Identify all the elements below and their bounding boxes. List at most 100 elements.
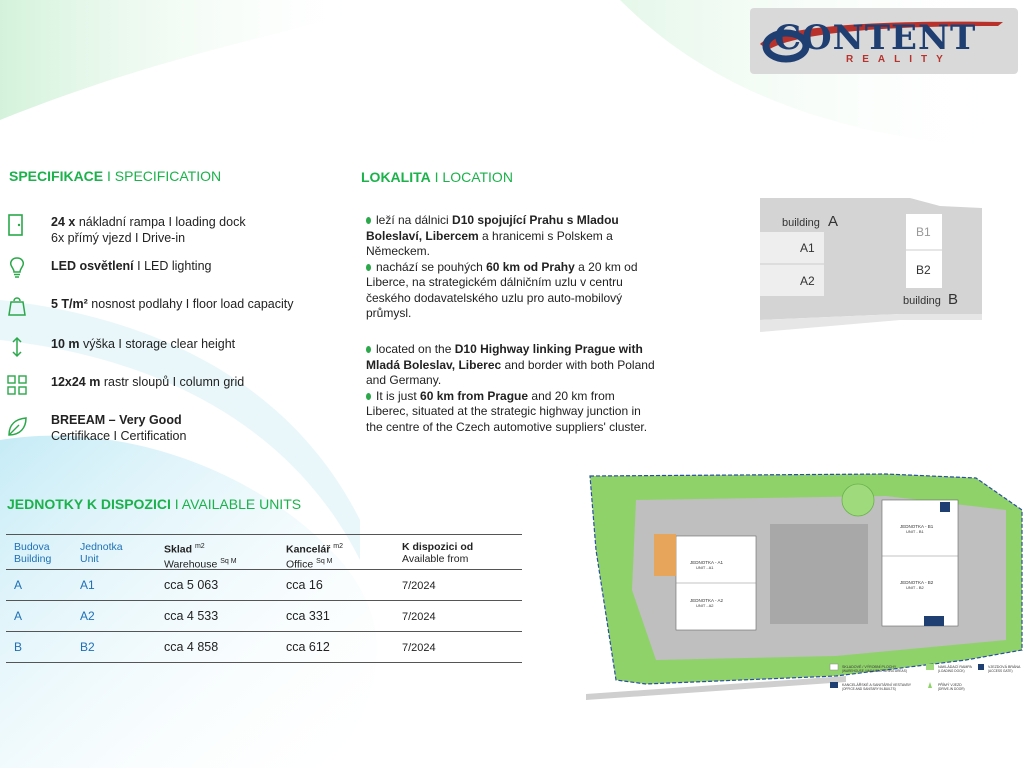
office-block <box>654 534 676 576</box>
company-logo: CONTENT REALITY <box>750 8 1018 74</box>
legend-1: SKLADOVÉ / VÝROBNÍ PLOCHY <box>842 664 897 669</box>
legend-3-en: (ACCESS GATE) <box>988 669 1013 673</box>
text-bold: D10 Highway linking Prague with Mladá Bo… <box>366 342 643 372</box>
location-title-bold: LOKALITA <box>361 169 431 185</box>
location-paragraph-cz: leží na dálnici D10 spojující Prahu s Ml… <box>366 213 656 322</box>
header-en: Unit <box>80 553 99 565</box>
spec-item-led: LED osvětlení I LED lighting <box>0 256 340 280</box>
header-sup: Sq M <box>220 557 237 565</box>
vertical-arrow-icon <box>12 336 22 358</box>
cell-office: cca 331 <box>286 609 330 623</box>
spec-bold: 5 T/m² <box>51 297 88 311</box>
logo-word: CONTENT <box>774 18 977 58</box>
cell-office: cca 612 <box>286 640 330 654</box>
header-cz: Kancelář <box>286 543 331 556</box>
plan-unit-b2: JEDNOTKA - B2 <box>900 580 934 585</box>
spec-item-column-grid: 12x24 m rastr sloupů I column grid <box>0 372 340 398</box>
bullet-icon <box>366 263 371 271</box>
legend-4: KANCELÁŘSKÉ A SANITÁRNÍ VESTAVBY <box>842 682 912 687</box>
spec-item-floor-load: 5 T/m² nosnost podlahy I floor load capa… <box>0 294 340 320</box>
text: a 20 km od Liberce, na strategickém dáln… <box>366 259 638 321</box>
location-bullet-en-2: It is just 60 km from Prague and 20 km f… <box>366 389 656 436</box>
door-icon <box>8 214 23 236</box>
location-bullet-en-1: located on the D10 Highway linking Pragu… <box>366 342 656 389</box>
legend-1-en: (WAREHOUSE / MANUFACTURING AREAS) <box>842 669 907 673</box>
spec-text: BREEAM – Very Good Certifikace I Certifi… <box>51 412 186 444</box>
cell-unit: A1 <box>80 578 95 592</box>
cell-unit: A2 <box>80 609 95 623</box>
text-bold: 60 km from Prague <box>420 388 529 403</box>
plan-unit-a2-en: UNIT - A2 <box>696 603 714 608</box>
text: a hranicemi s Polskem a Německem. <box>366 228 613 259</box>
spec-bold: BREEAM – Very Good <box>51 413 182 427</box>
building-b-block <box>906 214 942 288</box>
spec-normal: nákladní rampa I loading dock <box>75 215 246 229</box>
spec-item-clear-height: 10 m výška I storage clear height <box>0 334 340 360</box>
specification-title: SPECIFIKACE I SPECIFICATION <box>9 168 221 184</box>
road-strip <box>760 314 982 332</box>
unit-b1-label: B1 <box>916 225 931 239</box>
header-cz: Jednotka <box>80 541 123 553</box>
site-plan: JEDNOTKA - A1 UNIT - A1 JEDNOTKA - A2 UN… <box>586 473 1023 700</box>
header-cz: Budova <box>14 541 50 553</box>
spec-text: 5 T/m² nosnost podlahy I floor load capa… <box>51 296 294 312</box>
cell-warehouse: cca 4 533 <box>164 609 219 623</box>
plan-unit-a1: JEDNOTKA - A1 <box>690 560 724 565</box>
spec-text: 24 x nákladní rampa I loading dock 6x př… <box>51 214 246 246</box>
cell-warehouse: cca 5 063 <box>164 578 219 592</box>
header-en: Building <box>14 553 52 565</box>
building-b-label: building <box>903 295 941 307</box>
spec-text: 10 m výška I storage clear height <box>51 336 235 352</box>
units-title-bold: JEDNOTKY K DISPOZICI <box>7 496 171 512</box>
header-sup: m2 <box>194 543 205 550</box>
building-b-letter: B <box>948 291 958 308</box>
spec-bold: 12x24 m <box>51 375 101 389</box>
unit-b2-label: B2 <box>916 263 931 277</box>
logo-subtitle: REALITY <box>846 54 952 65</box>
spec-line2: Certifikace I Certification <box>51 429 187 443</box>
leaf-icon <box>8 417 27 436</box>
bullet-icon <box>366 217 371 225</box>
legend-2-en: (LOADING DOCK) <box>938 669 965 673</box>
location-bullet-cz-1: leží na dálnici D10 spojující Prahu s Ml… <box>366 213 656 260</box>
building-schematic: building A A1 A2 B1 B2 building B <box>760 198 982 332</box>
cell-warehouse: cca 4 858 <box>164 640 219 654</box>
header-cz: K dispozici od <box>402 541 474 553</box>
lightbulb-icon <box>10 257 24 278</box>
plan-unit-a2: JEDNOTKA - A2 <box>690 598 724 603</box>
building-a-letter: A <box>828 213 838 230</box>
cell-building: B <box>14 640 23 654</box>
location-title-thin: I LOCATION <box>430 169 513 185</box>
location-bullet-cz-2: nachází se pouhých 60 km od Prahy a 20 k… <box>366 260 656 322</box>
text-bold: D10 spojující Prahu s Mladou Boleslaví, … <box>366 213 619 243</box>
cell-available: 7/2024 <box>402 642 436 654</box>
header-en: Office <box>286 558 314 570</box>
building-b-plan <box>881 499 959 627</box>
plan-unit-b1-en: UNIT - B1 <box>906 529 924 534</box>
units-title-thin: I AVAILABLE UNITS <box>170 496 302 512</box>
unit-a2-label: A2 <box>800 274 815 288</box>
legend-5: PŘÍMÝ VJEZD <box>938 682 962 687</box>
legend-2: NAKLÁDACÍ RAMPA <box>938 665 972 669</box>
units-title: JEDNOTKY K DISPOZICI I AVAILABLE UNITS <box>7 496 301 512</box>
table-row: A A2 cca 4 533 cca 331 7/2024 <box>6 601 522 632</box>
specification-title-thin: I SPECIFICATION <box>103 168 222 184</box>
spec-text: 12x24 m rastr sloupů I column grid <box>51 374 244 390</box>
logo-swoosh-icon <box>760 21 1003 63</box>
cell-building: A <box>14 609 23 623</box>
header-sup: Sq M <box>316 557 333 565</box>
unit-a1-label: A1 <box>800 241 815 255</box>
table-row: B B2 cca 4 858 cca 612 7/2024 <box>6 632 522 663</box>
weight-icon <box>8 297 26 316</box>
location-paragraph-en: located on the D10 Highway linking Pragu… <box>366 342 656 435</box>
cell-office: cca 16 <box>286 578 323 592</box>
text: leží na dálnici <box>376 213 453 227</box>
text: and border with both Poland and Germany. <box>366 357 655 388</box>
header-en: Warehouse <box>164 558 218 570</box>
